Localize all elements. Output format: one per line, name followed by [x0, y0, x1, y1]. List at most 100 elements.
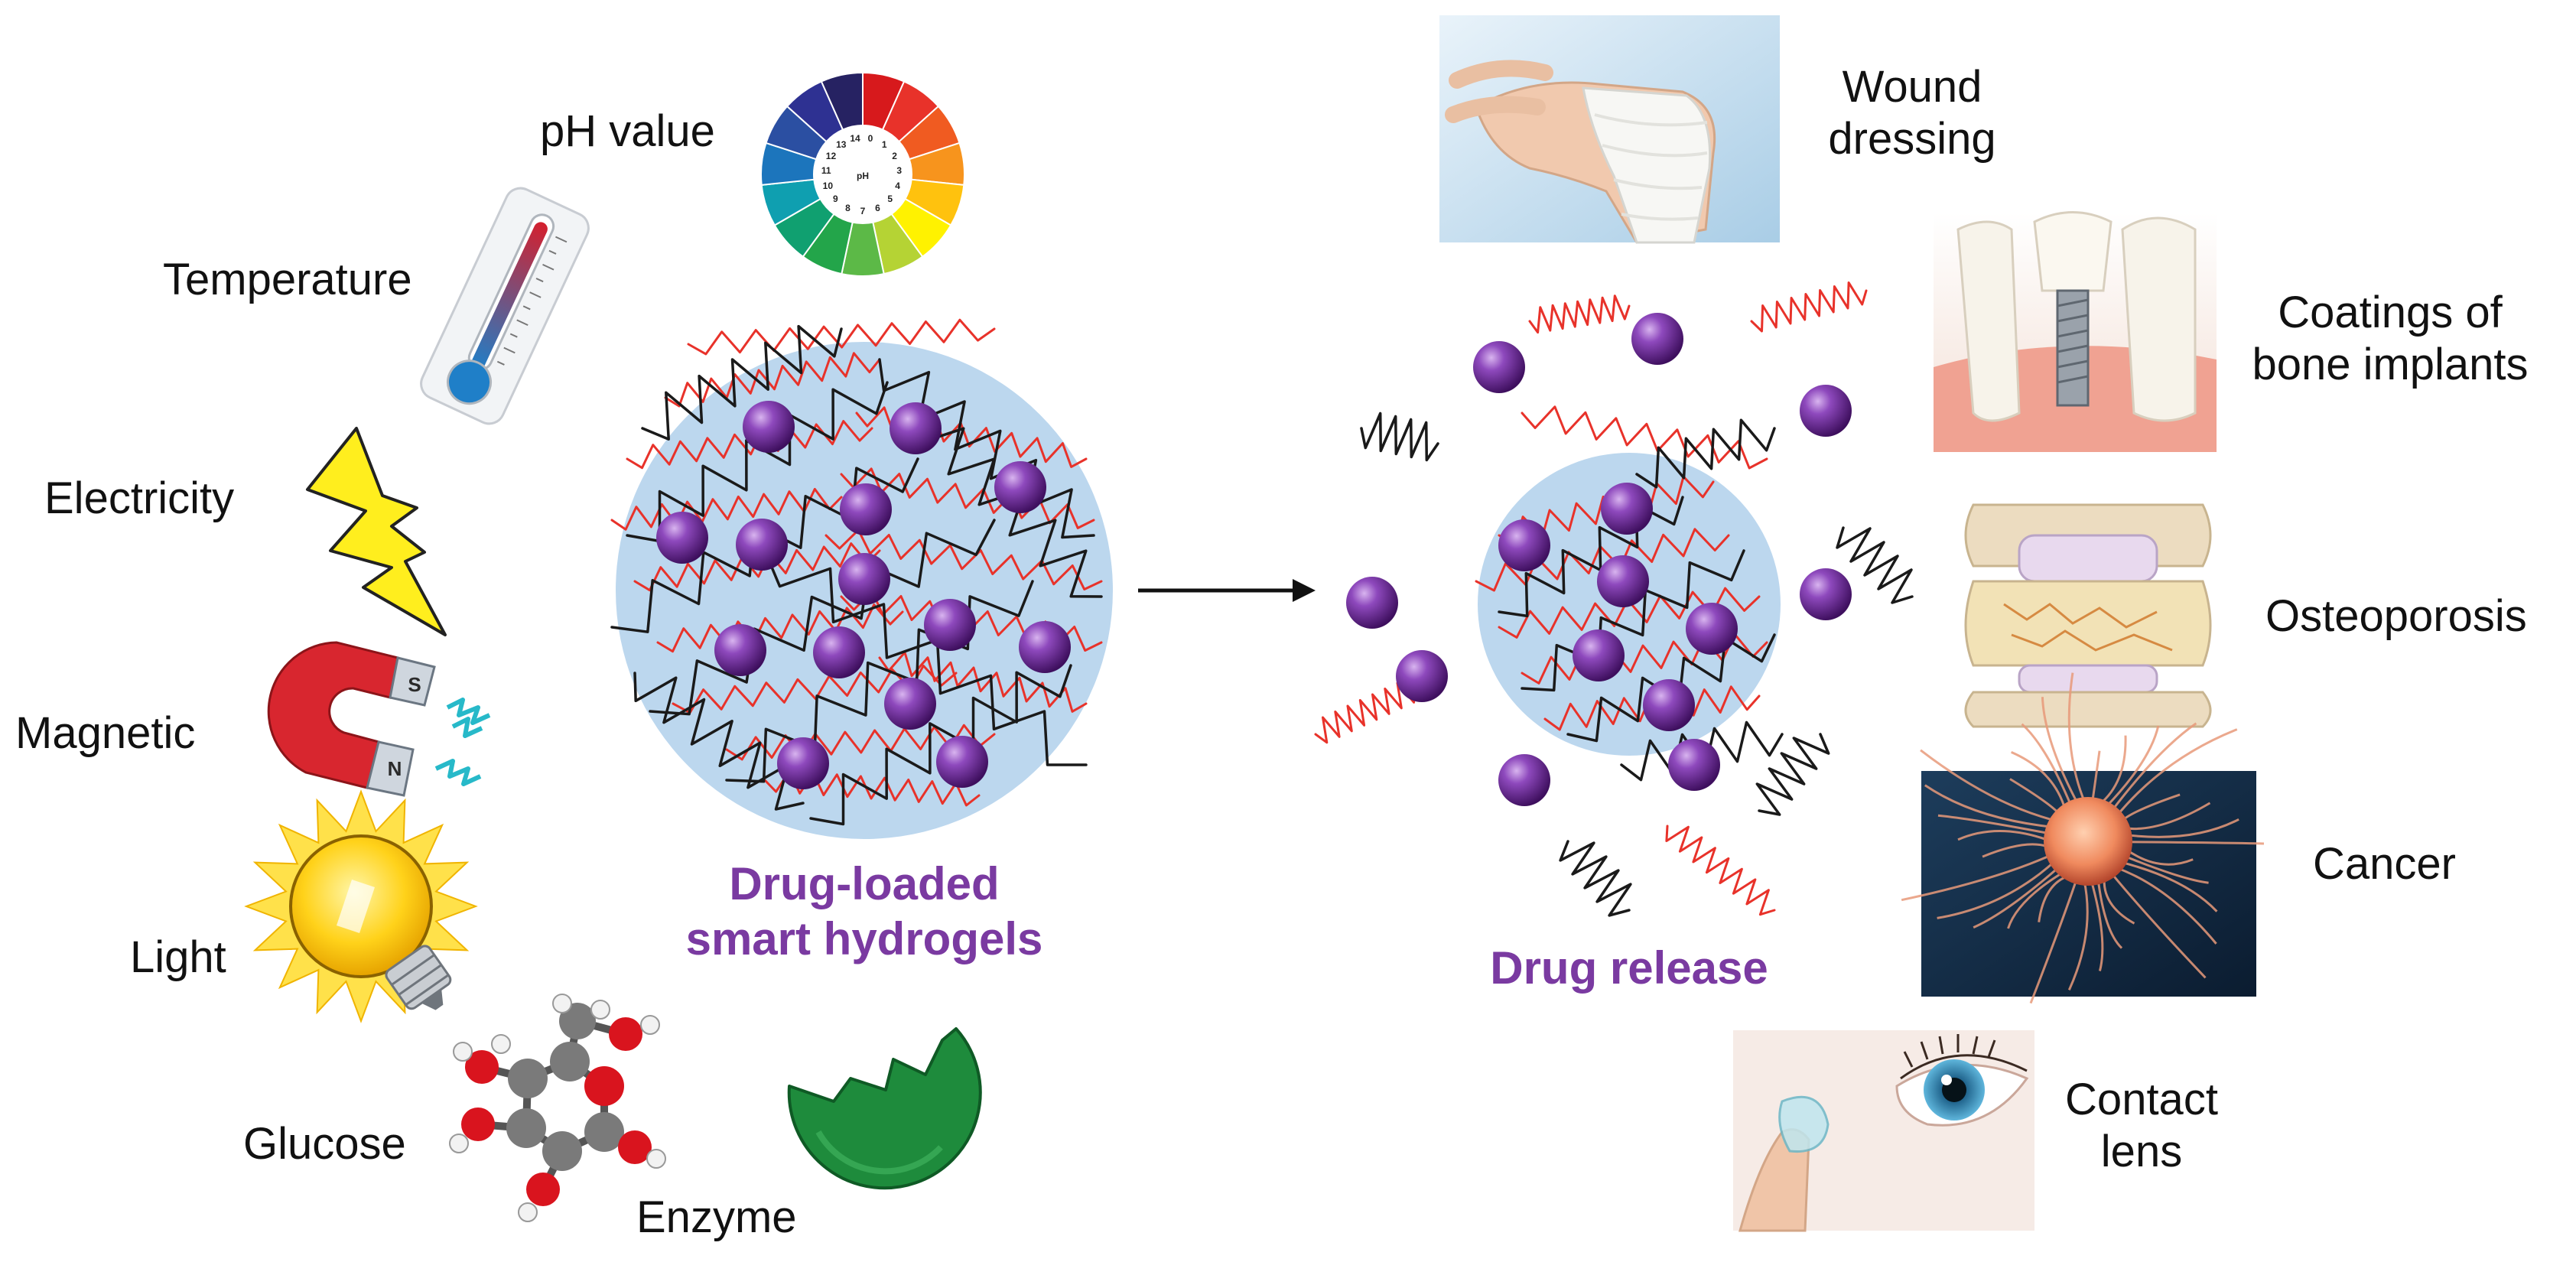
polymer-chain-red — [626, 420, 873, 470]
cancer-filament — [2126, 841, 2265, 845]
cancer-filament — [2029, 877, 2079, 1004]
ph-wheel-number: 11 — [821, 165, 831, 176]
magnet-icon: S N — [267, 641, 491, 797]
hydrogel-title: Drug-loaded smart hydrogels — [635, 857, 1094, 967]
cancer-filament — [2096, 878, 2123, 949]
drug-sphere — [1498, 754, 1550, 806]
hydrogel-title-line2: smart hydrogels — [685, 913, 1043, 964]
ph-wheel-segment — [820, 71, 864, 131]
cancer-filament — [2067, 672, 2086, 804]
ph-wheel-number: 0 — [868, 133, 873, 144]
label-contact-lens: Contact lens — [2034, 1074, 2249, 1178]
cancer-filament — [1924, 784, 2053, 828]
label-electricity: Electricity — [44, 473, 235, 523]
label-contact-line1: Contact — [2065, 1075, 2218, 1124]
drug-sphere — [1800, 385, 1852, 437]
light-bulb-icon — [244, 789, 478, 1023]
drug-sphere — [1668, 739, 1720, 791]
drug-sphere — [656, 512, 708, 564]
polymer-chain-black — [1360, 411, 1439, 462]
drug-sphere — [1597, 555, 1649, 607]
ph-wheel-number: 3 — [896, 165, 902, 176]
label-cancer: Cancer — [2313, 839, 2456, 889]
cancer-filament — [2123, 802, 2211, 831]
thermometer-icon — [420, 187, 590, 425]
hydrogel-title-line1: Drug-loaded — [729, 858, 1000, 909]
label-wound-line2: dressing — [1828, 113, 1996, 164]
drug-sphere — [840, 483, 892, 535]
label-enzyme: Enzyme — [636, 1192, 797, 1242]
polymer-chain-red — [1521, 405, 1768, 470]
cancer-filament — [2098, 735, 2127, 806]
ph-wheel-center-label: pH — [857, 171, 869, 181]
drug-sphere — [1800, 568, 1852, 620]
drug-sphere — [736, 519, 788, 571]
polymer-chain-red — [1750, 281, 1868, 333]
cancer-filament — [1920, 749, 2057, 822]
drug-sphere — [813, 626, 865, 678]
polymer-chain-black — [1836, 526, 1914, 604]
cancer-filament — [1901, 853, 2053, 902]
magnet-pole-s: S — [408, 673, 421, 696]
polymer-chain-red — [1314, 681, 1416, 744]
label-ph-value: pH value — [540, 106, 715, 156]
label-light: Light — [130, 932, 226, 982]
release-arrow — [1138, 579, 1316, 602]
cancer-filament — [2104, 725, 2160, 808]
ph-wheel-number: 14 — [850, 133, 860, 144]
polymer-chain-black — [1559, 840, 1632, 917]
drug-sphere — [994, 461, 1046, 513]
magnet-pole-n: N — [388, 757, 402, 780]
polymer-chain-red — [633, 542, 881, 592]
drug-sphere — [1346, 577, 1398, 629]
cancer-filament — [2021, 723, 2073, 808]
cancer-filament — [2119, 860, 2218, 912]
label-magnetic: Magnetic — [15, 708, 196, 758]
polymer-chain-black — [626, 381, 889, 543]
ph-wheel-number: 8 — [845, 203, 851, 213]
cancer-filament — [2110, 722, 2197, 812]
label-temperature: Temperature — [163, 255, 412, 304]
cancer-filament — [2041, 697, 2080, 805]
drug-release-network — [1314, 281, 1914, 917]
polymer-chain-black — [878, 358, 1095, 539]
ph-wheel-number: 13 — [836, 139, 847, 150]
label-coatings-line1: Coatings of — [2278, 288, 2503, 337]
drug-sphere — [1498, 519, 1550, 571]
drug-sphere — [1601, 483, 1653, 535]
polymer-chain-red — [1521, 633, 1768, 685]
label-coatings-line2: bone implants — [2252, 339, 2529, 389]
drug-sphere — [1396, 650, 1448, 702]
drug-sphere — [1473, 341, 1525, 393]
polymer-chain-black — [1635, 418, 1776, 489]
polymer-chain-red — [664, 352, 881, 408]
cancer-filament — [2090, 879, 2104, 971]
ph-wheel-number: 7 — [860, 206, 866, 216]
polymer-chain-black — [641, 324, 843, 441]
drug-sphere — [1631, 313, 1683, 365]
ph-wheel-number: 1 — [882, 139, 887, 150]
drug-sphere — [743, 401, 795, 453]
glucose-molecule-icon — [449, 994, 666, 1222]
enzyme-icon — [787, 1027, 982, 1190]
cancer-filament — [2067, 879, 2089, 990]
polymer-chain-black — [649, 519, 996, 716]
polymer-chain-red — [825, 529, 1103, 590]
drug-sphere — [890, 402, 942, 454]
cancer-filament — [2116, 728, 2238, 817]
cancer-filament — [1937, 814, 2051, 835]
drug-sphere — [1019, 621, 1071, 673]
cancer-filament — [1937, 860, 2057, 919]
cancer-cell-image — [1901, 672, 2265, 1004]
ph-wheel-number: 12 — [826, 151, 837, 161]
cancer-filament — [2007, 870, 2066, 929]
cancer-filament — [2011, 751, 2067, 812]
contact-lens-image — [1733, 1030, 2034, 1232]
drug-sphere — [777, 737, 829, 789]
drug-sphere — [1643, 679, 1695, 731]
drug-sphere — [936, 736, 988, 788]
cancer-filament — [2109, 871, 2207, 979]
